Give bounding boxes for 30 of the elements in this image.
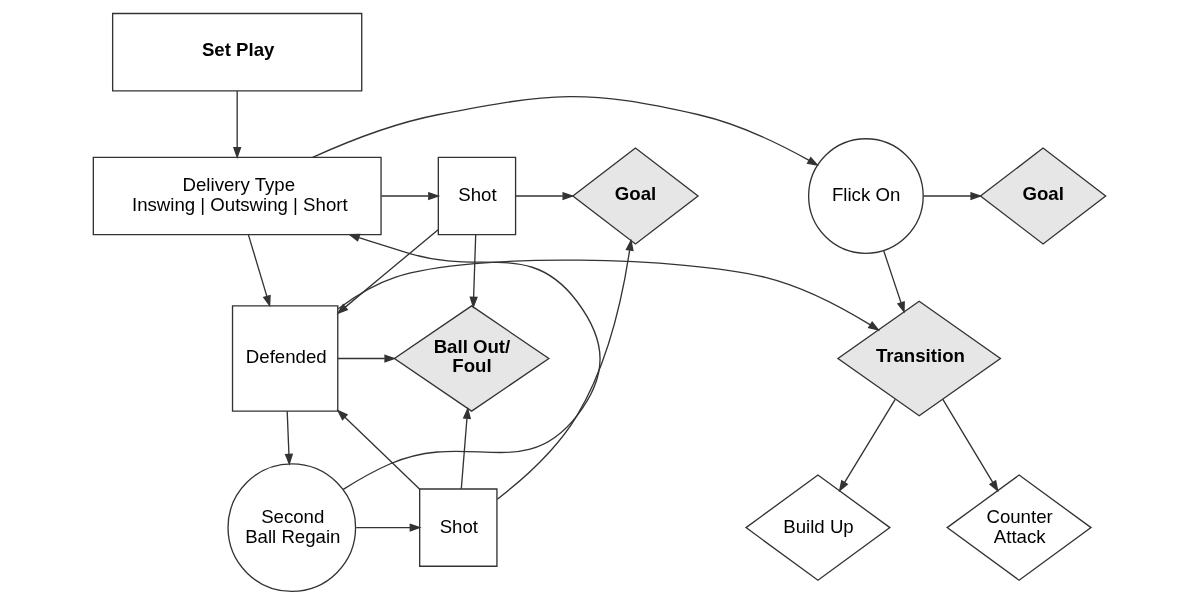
arrow bbox=[941, 398, 999, 493]
node-box: Set Play bbox=[111, 12, 362, 92]
node-diamond: Ball Out/ Foul bbox=[392, 305, 550, 412]
arrow bbox=[922, 191, 982, 201]
arrow bbox=[336, 229, 439, 315]
arrow bbox=[284, 410, 293, 466]
arrow bbox=[336, 409, 420, 490]
arrow bbox=[882, 249, 905, 314]
arrow bbox=[460, 406, 471, 490]
arrow bbox=[337, 259, 880, 331]
arrow bbox=[336, 354, 396, 363]
node-diamond: Counter Attack bbox=[945, 474, 1092, 582]
arrow bbox=[468, 234, 478, 309]
arrow bbox=[355, 523, 422, 532]
arrow bbox=[342, 233, 601, 490]
arrow bbox=[232, 90, 241, 160]
node-diamond: Goal bbox=[978, 147, 1107, 245]
node-circle: Second Ball Regain bbox=[226, 463, 356, 593]
node-diamond: Build Up bbox=[744, 474, 891, 582]
arrow bbox=[514, 191, 574, 201]
arrow bbox=[311, 96, 819, 167]
node-box: Shot bbox=[437, 156, 516, 236]
arrow bbox=[380, 191, 440, 201]
arrow bbox=[838, 398, 896, 493]
arrow bbox=[496, 238, 634, 500]
node-diamond: Goal bbox=[571, 147, 699, 245]
arrow bbox=[247, 234, 271, 308]
node-box: Defended bbox=[231, 305, 338, 412]
node-box: Shot bbox=[418, 488, 498, 567]
node-box: Delivery Type Inswing | Outswing | Short bbox=[92, 156, 382, 236]
